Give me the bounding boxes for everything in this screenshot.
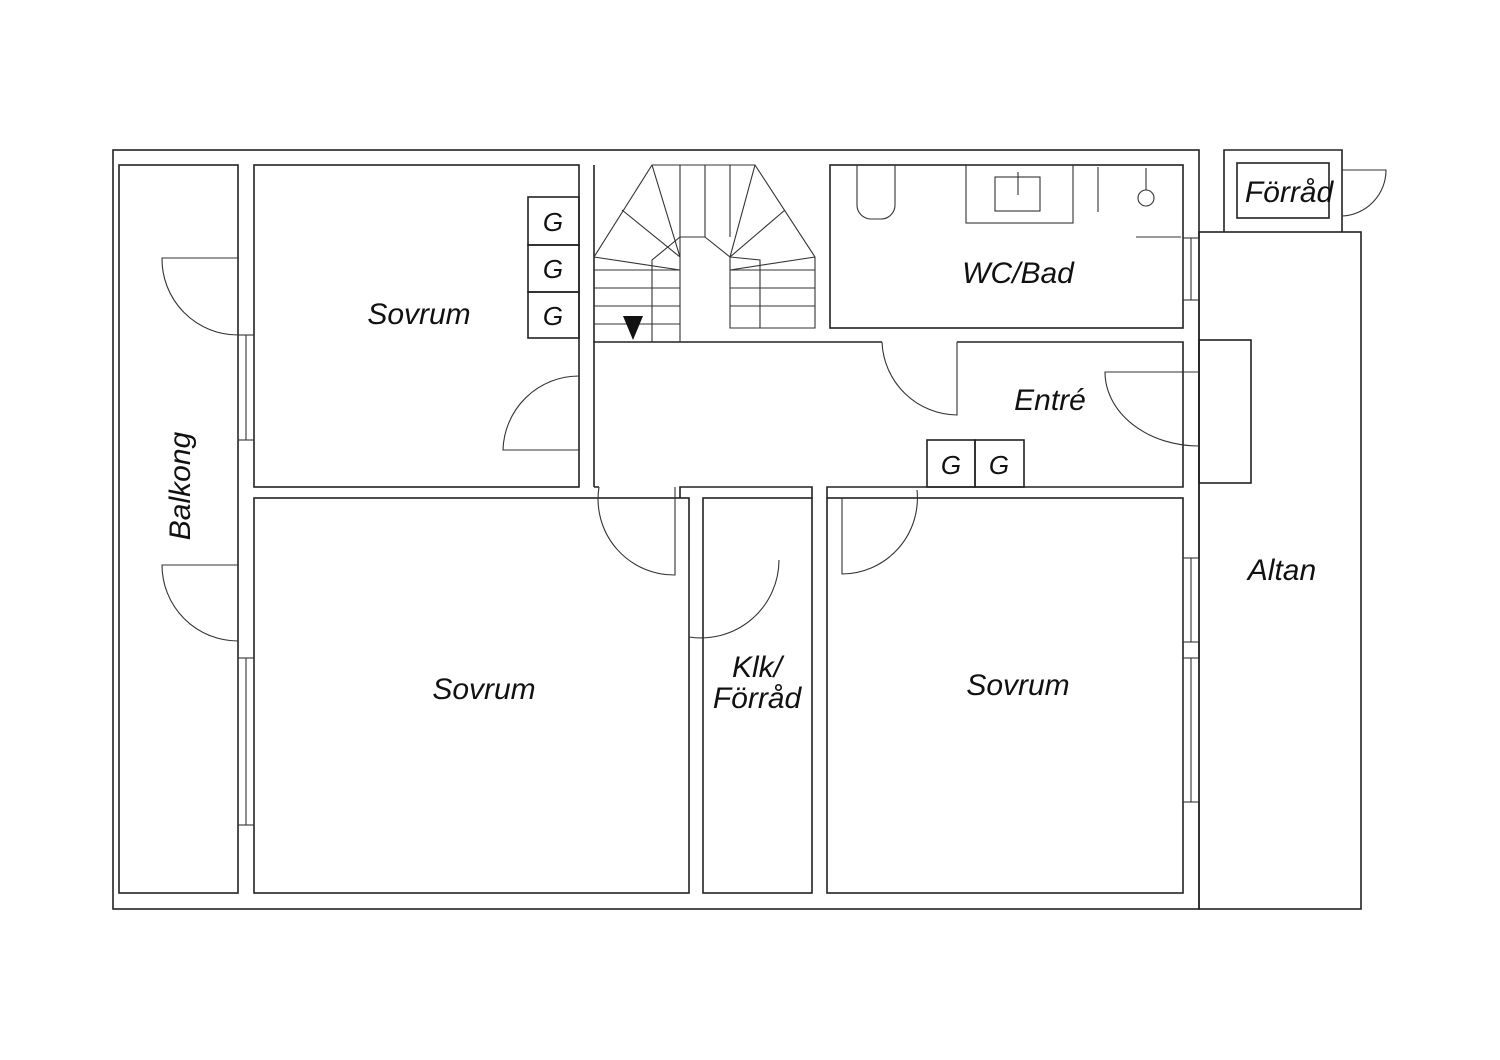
bathroom-fixtures (856, 164, 1181, 238)
shower-icon (1137, 189, 1155, 207)
wardrobe-label: G (941, 450, 961, 480)
wardrobe (527, 291, 580, 339)
porch-step (1198, 339, 1252, 484)
balkong-room (118, 164, 239, 894)
wardrobe-label: G (543, 207, 563, 237)
klk-room (702, 497, 813, 894)
room-label-balkong: Balkong (164, 431, 197, 540)
sink-cabinet (965, 164, 1074, 224)
forrad-door (1341, 169, 1387, 217)
forrad-inner (1236, 162, 1330, 219)
doors (161, 257, 1200, 642)
stair-down-arrow-icon (623, 316, 643, 340)
room-label-sovrum: Sovrum (367, 298, 470, 331)
room-label-sovrum: Sovrum (966, 669, 1069, 702)
room-label-forrad: Förråd (1245, 176, 1335, 209)
wardrobe-label: G (989, 450, 1009, 480)
forrad-outline (1223, 149, 1343, 232)
windows (237, 237, 1200, 826)
wc-bad-room (829, 164, 1184, 329)
toilet-icon (856, 165, 896, 220)
wardrobes: G G G G G (527, 196, 1025, 488)
wardrobe-label: G (543, 254, 563, 284)
room-label-entre: Entré (1014, 384, 1086, 417)
wardrobe-label: G (543, 301, 563, 331)
staircase (593, 164, 816, 342)
room-label-wc-bad: WC/Bad (962, 257, 1075, 290)
wardrobe (974, 439, 1025, 488)
room-label-sovrum: Sovrum (432, 673, 535, 706)
room-label-klk-forrad: Förråd (713, 682, 803, 715)
room-label-altan: Altan (1246, 554, 1316, 587)
room-label-klk: Klk/ (732, 651, 785, 684)
hall-walls (593, 341, 1184, 498)
